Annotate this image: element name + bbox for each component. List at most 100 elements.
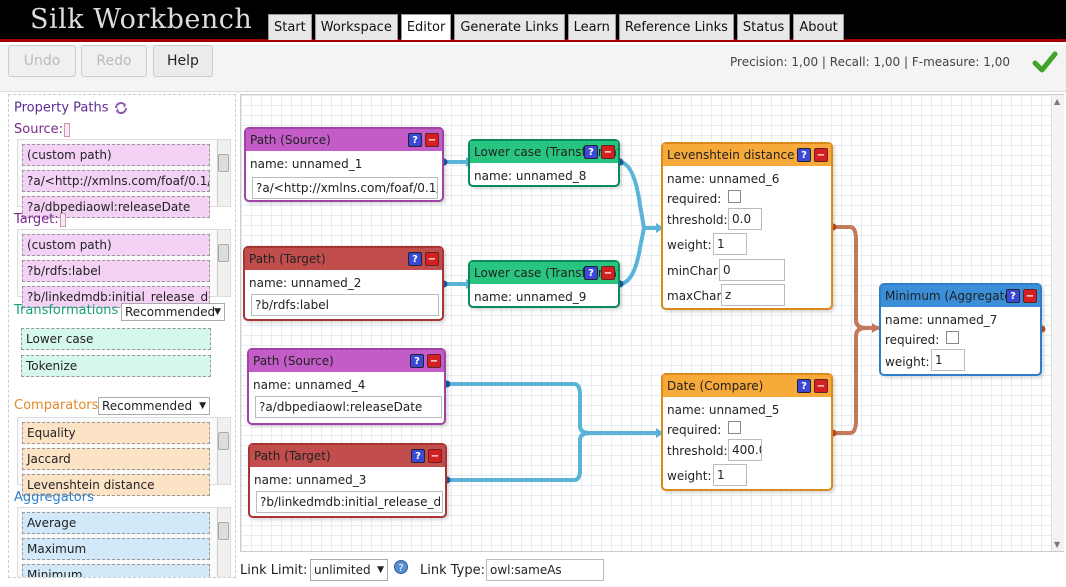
transformation-item[interactable]: Lower case (21, 328, 211, 350)
comparator-item[interactable]: Levenshtein distance (22, 474, 210, 496)
tab-start[interactable]: Start (268, 14, 312, 40)
threshold-input[interactable]: 400.0 (728, 439, 762, 461)
operator-name: name: unnamed_4 (253, 378, 366, 392)
operator-header: Levenshtein distance ?− (663, 144, 831, 166)
help-icon[interactable]: ? (797, 379, 811, 393)
target-path-item[interactable]: ?b/linkedmdb:initial_release_d (22, 286, 210, 308)
operator-path-target-3[interactable]: Path (Target) ?− name: unnamed_3 ?b/link… (248, 443, 447, 518)
help-icon[interactable]: ? (1006, 289, 1020, 303)
required-checkbox[interactable] (728, 190, 741, 203)
required-checkbox[interactable] (728, 421, 741, 434)
source-path-item[interactable]: ?a/dbpediaowl:releaseDate (22, 196, 210, 218)
target-path-item[interactable]: (custom path) (22, 234, 210, 256)
link-limit-value: unlimited (314, 563, 371, 577)
toolbar: Undo Redo Help Precision: 1,00 | Recall:… (0, 45, 1066, 92)
path-input[interactable]: ?a/<http://xmlns.com/foaf/0.1/na (252, 177, 438, 199)
tab-status[interactable]: Status (736, 14, 791, 40)
quality-measures: Precision: 1,00 | Recall: 1,00 | F-measu… (730, 55, 1010, 69)
bottom-bar: Link Limit: unlimited▼ ? Link Type: owl:… (238, 556, 1066, 587)
comparators-list-scrollbar[interactable] (217, 418, 230, 484)
operator-levenshtein-distance[interactable]: Levenshtein distance ?− name: unnamed_6 … (661, 142, 833, 310)
chevron-down-icon: ▼ (214, 307, 221, 317)
operator-path-target-2[interactable]: Path (Target) ?− name: unnamed_2 ?b/rdfs… (243, 246, 444, 321)
canvas-scrollbar[interactable]: ▲▼ (1051, 95, 1064, 551)
target-path-item[interactable]: ?b/rdfs:label (22, 260, 210, 282)
source-list-scrollbar[interactable] (217, 140, 230, 206)
weight-input[interactable]: 1 (713, 233, 747, 255)
aggregators-list-scrollbar[interactable] (217, 508, 230, 577)
operator-name: name: unnamed_6 (667, 172, 780, 186)
help-icon[interactable]: ? (408, 252, 422, 266)
threshold-input[interactable]: 0.0 (728, 208, 762, 230)
tab-workspace[interactable]: Workspace (314, 14, 398, 40)
refresh-icon[interactable] (113, 100, 129, 116)
target-list-scrollbar[interactable] (217, 230, 230, 296)
required-checkbox[interactable] (946, 331, 959, 344)
path-input[interactable]: ?b/linkedmdb:initial_release_d (256, 491, 443, 513)
operator-lower-case-8[interactable]: Lower case (Transformation) ?− name: unn… (468, 139, 620, 187)
link-type-input[interactable]: owl:sameAs (486, 559, 604, 581)
property-paths-heading: Property Paths (14, 100, 129, 116)
path-input[interactable]: ?a/dbpediaowl:releaseDate (255, 396, 442, 418)
operator-path-source-1[interactable]: Path (Source) ?− name: unnamed_1 ?a/<htt… (244, 127, 444, 202)
operator-title: Path (Target) (254, 449, 331, 463)
help-icon[interactable]: ? (411, 449, 425, 463)
threshold-label: threshold: (667, 213, 728, 227)
tab-learn[interactable]: Learn (567, 14, 616, 40)
path-input[interactable]: ?b/rdfs:label (251, 294, 439, 316)
connection-path3-date (445, 431, 592, 482)
remove-icon[interactable]: − (814, 148, 828, 162)
operator-name: name: unnamed_3 (254, 473, 367, 487)
tab-about[interactable]: About (793, 14, 844, 40)
help-icon[interactable]: ? (394, 560, 408, 574)
transformation-item[interactable]: Tokenize (21, 355, 211, 377)
aggregator-item[interactable]: Average (22, 512, 210, 534)
target-heading: Target: (14, 212, 66, 227)
required-label: required: (885, 333, 940, 347)
source-path-item[interactable]: (custom path) (22, 144, 210, 166)
source-input[interactable] (64, 122, 71, 137)
source-path-item[interactable]: ?a/<http://xmlns.com/foaf/0.1/na (22, 170, 210, 192)
remove-icon[interactable]: − (601, 145, 615, 159)
target-input[interactable] (59, 212, 66, 227)
operator-title: Date (Compare) (667, 379, 764, 393)
operator-title: Path (Target) (249, 252, 326, 266)
minchar-label: minChar: (667, 264, 722, 278)
operator-name: name: unnamed_9 (474, 290, 587, 304)
minchar-input[interactable]: 0 (719, 259, 785, 281)
tab-editor[interactable]: Editor (400, 14, 452, 40)
remove-icon[interactable]: − (428, 449, 442, 463)
help-icon[interactable]: ? (408, 133, 422, 147)
comparator-item[interactable]: Equality (22, 422, 210, 444)
target-path-list: (custom path) ?b/rdfs:label ?b/linkedmdb… (17, 229, 231, 308)
help-button[interactable]: Help (153, 45, 213, 77)
redo-button[interactable]: Redo (81, 45, 147, 77)
weight-input[interactable]: 1 (713, 464, 747, 486)
operator-date-compare[interactable]: Date (Compare) ?− name: unnamed_5 requir… (661, 373, 833, 491)
operator-minimum-aggregate[interactable]: Minimum (Aggregate) ?− name: unnamed_7 r… (879, 283, 1042, 376)
help-icon[interactable]: ? (584, 266, 598, 280)
remove-icon[interactable]: − (601, 266, 615, 280)
remove-icon[interactable]: − (1023, 289, 1037, 303)
comparators-select[interactable]: Recommended▼ (98, 397, 210, 415)
aggregator-item[interactable]: Maximum (22, 538, 210, 560)
operator-lower-case-9[interactable]: Lower case (Transformation) ?− name: unn… (468, 260, 620, 308)
link-limit-select[interactable]: unlimited▼ (310, 559, 388, 581)
tab-generate-links[interactable]: Generate Links (454, 14, 565, 40)
weight-input[interactable]: 1 (931, 349, 965, 371)
remove-icon[interactable]: − (425, 133, 439, 147)
maxchar-input[interactable]: z (721, 284, 785, 306)
weight-label: weight: (667, 469, 712, 483)
help-icon[interactable]: ? (584, 145, 598, 159)
remove-icon[interactable]: − (427, 354, 441, 368)
aggregator-item[interactable]: Minimum (22, 564, 210, 577)
remove-icon[interactable]: − (814, 379, 828, 393)
comparator-item[interactable]: Jaccard (22, 448, 210, 470)
remove-icon[interactable]: − (425, 252, 439, 266)
tab-reference-links[interactable]: Reference Links (618, 14, 734, 40)
help-icon[interactable]: ? (797, 148, 811, 162)
help-icon[interactable]: ? (410, 354, 424, 368)
transformations-select[interactable]: Recommended▼ (121, 303, 225, 321)
operator-path-source-4[interactable]: Path (Source) ?− name: unnamed_4 ?a/dbpe… (247, 348, 446, 425)
undo-button[interactable]: Undo (8, 45, 76, 77)
